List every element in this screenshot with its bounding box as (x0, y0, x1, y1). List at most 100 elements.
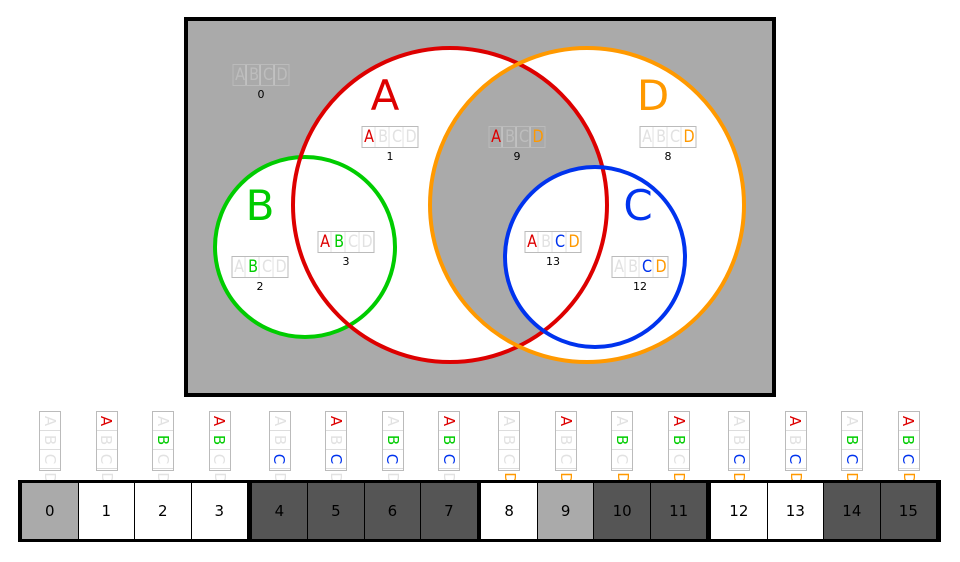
set-letter-d: D (405, 127, 417, 147)
set-letter-c: C (96, 450, 117, 469)
region-number: 9 (513, 150, 521, 163)
region-cell-10: 10 (594, 483, 650, 539)
set-letter-b: B (382, 431, 403, 450)
region-number: 0 (257, 88, 265, 101)
set-letter-a: A (326, 412, 347, 431)
set-letter-a: A (614, 257, 626, 277)
set-letter-c: C (263, 65, 275, 85)
region-cell-12: 12 (711, 483, 767, 539)
set-letter-c: C (499, 450, 520, 469)
set-letter-c: C (668, 450, 689, 469)
set-letter-b: B (209, 431, 230, 450)
set-letter-b: B (499, 431, 520, 450)
set-letter-b: B (334, 232, 346, 252)
set-letter-a: A (555, 412, 576, 431)
set-letter-b: B (269, 431, 290, 450)
set-letter-c: C (262, 257, 274, 277)
set-letter-a: A (364, 127, 376, 147)
venn-diagram: A B C D (184, 17, 776, 397)
set-letter-b: B (505, 127, 517, 147)
set-letter-c: C (40, 450, 60, 469)
set-letter-a: A (209, 412, 230, 431)
set-letter-c: C (612, 450, 633, 469)
set-letter-b: B (40, 431, 60, 450)
region-number: 12 (633, 280, 647, 293)
region-cell-13: 13 (767, 483, 824, 539)
set-c-fill (505, 167, 685, 347)
set-letter-a: A (612, 412, 633, 431)
set-letter-d: D (276, 65, 288, 85)
set-letter-d: D (275, 257, 287, 277)
set-letter-c: C (326, 450, 347, 469)
set-letter-b: B (153, 431, 173, 450)
set-letter-d: D (532, 127, 544, 147)
region-number: 1 (386, 150, 394, 163)
set-letter-c: C (348, 232, 360, 252)
set-letter-a: A (898, 412, 919, 431)
set-b-fill (215, 157, 395, 337)
set-letter-a: A (527, 232, 539, 252)
region-cell-15: 15 (880, 483, 937, 539)
set-letter-d: D (361, 232, 373, 252)
set-letter-a: A (842, 412, 863, 431)
set-letter-b: B (628, 257, 640, 277)
set-c-label: C (623, 181, 652, 230)
set-letter-c: C (785, 450, 806, 469)
set-d-circle (428, 46, 746, 364)
region-number: 8 (664, 150, 672, 163)
set-letter-b: B (842, 431, 863, 450)
region-number: 3 (342, 255, 350, 268)
region-cell-9: 9 (537, 483, 594, 539)
set-letter-b: B (378, 127, 390, 147)
set-letter-a: A (382, 412, 403, 431)
set-letter-a: A (491, 127, 503, 147)
set-letter-a: A (668, 412, 689, 431)
set-letter-a: A (96, 412, 117, 431)
set-letter-d: D (568, 232, 580, 252)
set-letter-b: B (785, 431, 806, 450)
set-letter-a: A (269, 412, 290, 431)
region-cell-6: 6 (364, 483, 421, 539)
set-letter-c: C (898, 450, 919, 469)
set-letter-c: C (209, 450, 230, 469)
set-letter-c: C (555, 232, 567, 252)
set-letter-b: B (612, 431, 633, 450)
region-cell-2: 2 (135, 483, 191, 539)
region-cell-5: 5 (308, 483, 364, 539)
set-letter-b: B (326, 431, 347, 450)
set-letter-d: D (683, 127, 695, 147)
set-letter-c: C (555, 450, 576, 469)
set-letter-b: B (439, 431, 460, 450)
set-letter-c: C (153, 450, 173, 469)
set-letter-a: A (234, 257, 246, 277)
region-cell-3: 3 (191, 483, 247, 539)
set-c-circle (503, 165, 687, 349)
set-letter-a: A (235, 65, 247, 85)
set-letter-c: C (842, 450, 863, 469)
